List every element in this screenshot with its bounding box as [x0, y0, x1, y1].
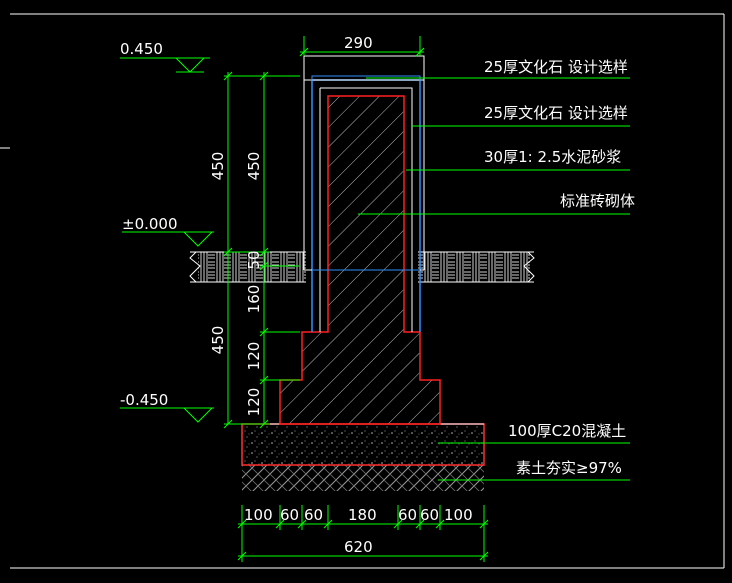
dim-bottom-60-d: 60: [420, 506, 439, 524]
elevation-top-marker: 0.450: [120, 40, 210, 73]
dim-bottom-60-c: 60: [398, 506, 417, 524]
dim-lower-total: 450: [209, 326, 227, 355]
label-concrete: 100厚C20混凝土: [508, 422, 626, 440]
label-stone-inner: 25厚文化石 设计选样: [484, 104, 628, 122]
ground-fill-left: [189, 251, 306, 283]
dim-seg-120a: 120: [245, 342, 263, 371]
label-mortar: 30厚1: 2.5水泥砂浆: [484, 148, 621, 166]
dim-bottom-total: 620: [344, 538, 373, 556]
top-width-value: 290: [344, 34, 373, 52]
elevation-top-value: 0.450: [120, 40, 163, 58]
label-brick: 标准砖砌体: [560, 192, 635, 210]
dim-bottom-60-b: 60: [304, 506, 323, 524]
concrete-pad: [241, 423, 485, 466]
elevation-ground-marker: ±0.000: [122, 215, 214, 247]
label-soil: 素土夯实≥97%: [516, 459, 622, 477]
ground-fill-right: [418, 251, 535, 283]
dim-inner-upper: 450: [245, 152, 263, 181]
dim-bottom-180: 180: [348, 506, 377, 524]
dim-bottom-100-right: 100: [444, 506, 473, 524]
mortar-layer: [319, 87, 413, 332]
top-width-dimension: 290: [299, 34, 425, 57]
dim-seg-160: 160: [245, 285, 263, 314]
dim-seg-120b: 120: [245, 388, 263, 417]
bottom-dimensions: [237, 505, 489, 562]
brick-masonry: [279, 95, 441, 425]
dim-bottom-60-a: 60: [280, 506, 299, 524]
elevation-ground-value: ±0.000: [122, 215, 178, 233]
elevation-bottom-value: -0.450: [120, 391, 168, 409]
dim-bottom-100-left: 100: [244, 506, 273, 524]
leader-lines: [358, 77, 630, 481]
compacted-soil: [242, 465, 484, 491]
dim-outer-upper: 450: [209, 152, 227, 181]
vertical-dimensions: [223, 71, 300, 429]
dim-seg-50: 50: [245, 250, 263, 269]
label-stone-outer: 25厚文化石 设计选样: [484, 58, 628, 76]
elevation-bottom-marker: -0.450: [120, 391, 214, 423]
